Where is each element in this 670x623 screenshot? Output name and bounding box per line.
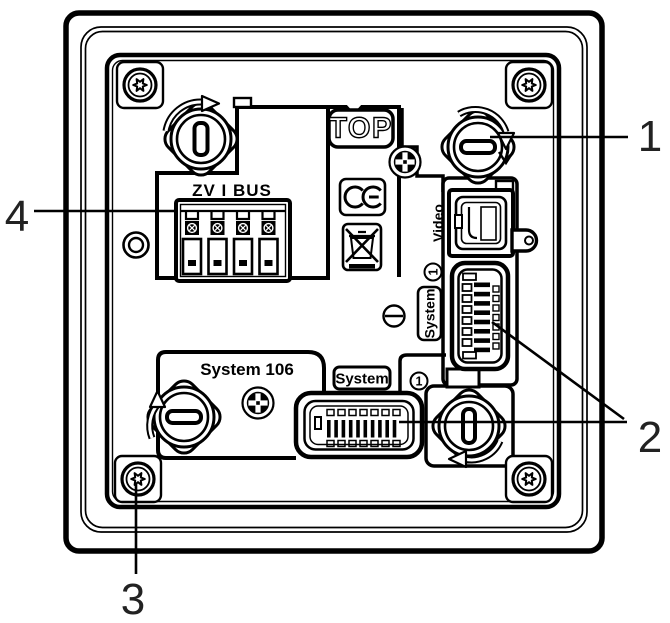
lock-slot <box>459 139 497 155</box>
video-label: Video <box>430 204 446 242</box>
bezel-line-inner <box>84 30 584 529</box>
system-bottom-label: System <box>335 371 388 388</box>
phillips-screw-icon-bottom <box>241 386 275 420</box>
system-side-label: System <box>422 289 438 339</box>
connector-pins <box>474 282 490 353</box>
cable-grommet <box>122 231 150 259</box>
torx-screw-icon-bottom-right <box>506 456 552 502</box>
rear-panel-inner-line <box>111 59 555 503</box>
callout-number-4: 4 <box>5 192 29 241</box>
torx-screw-icon-bottom-left <box>115 456 161 502</box>
weee-mark-icon <box>341 222 383 272</box>
torx-screw-icon-top-right <box>506 62 552 108</box>
circled-one-bottom: 1 <box>409 371 429 391</box>
terminal-block-label: ZV I BUS <box>192 181 272 200</box>
rotary-lock-top-right <box>435 104 521 190</box>
rotary-lock-bottom-right <box>426 383 512 469</box>
connector-teeth <box>326 408 401 448</box>
callouts <box>34 135 628 574</box>
rotary-lock-bottom-left <box>141 374 227 460</box>
top-marking: TOP <box>327 108 395 149</box>
callout-line-2b <box>491 320 625 421</box>
connector-pins <box>327 420 397 438</box>
torx-screw-icon-top-left <box>117 62 163 108</box>
lock-slot <box>165 409 203 425</box>
phillips-screw-icon-top <box>388 145 422 179</box>
svg-text:1: 1 <box>427 268 441 275</box>
system-106-label: System 106 <box>200 360 294 379</box>
lock-slot <box>461 407 477 445</box>
callout-number-2: 2 <box>638 413 662 462</box>
system-connector-side: System <box>416 260 511 372</box>
connector-foot-tab <box>445 367 481 389</box>
ce-mark-icon <box>338 177 387 217</box>
callout-number-3: 3 <box>121 575 145 623</box>
rotary-lock-top-left <box>158 94 244 182</box>
rotary-locks <box>141 94 521 469</box>
video-connector: Video <box>430 179 539 258</box>
connector-teeth <box>461 283 473 347</box>
plate-tab <box>232 96 253 109</box>
zv-bus-terminal-block: ZV I BUS <box>174 181 292 283</box>
bezel-line-outer <box>80 26 588 533</box>
lock-slot <box>192 121 210 157</box>
slotted-screw-icon <box>382 304 406 328</box>
svg-text:1: 1 <box>416 375 423 389</box>
cable-grommet-inner <box>127 236 145 254</box>
circled-one-side: 1 <box>423 262 443 282</box>
system-connector-bottom: System System 106 <box>200 360 425 460</box>
callout-number-1: 1 <box>638 112 662 161</box>
bottom-right-plate-edge <box>398 353 446 414</box>
top-marking-label: TOP <box>329 113 393 145</box>
